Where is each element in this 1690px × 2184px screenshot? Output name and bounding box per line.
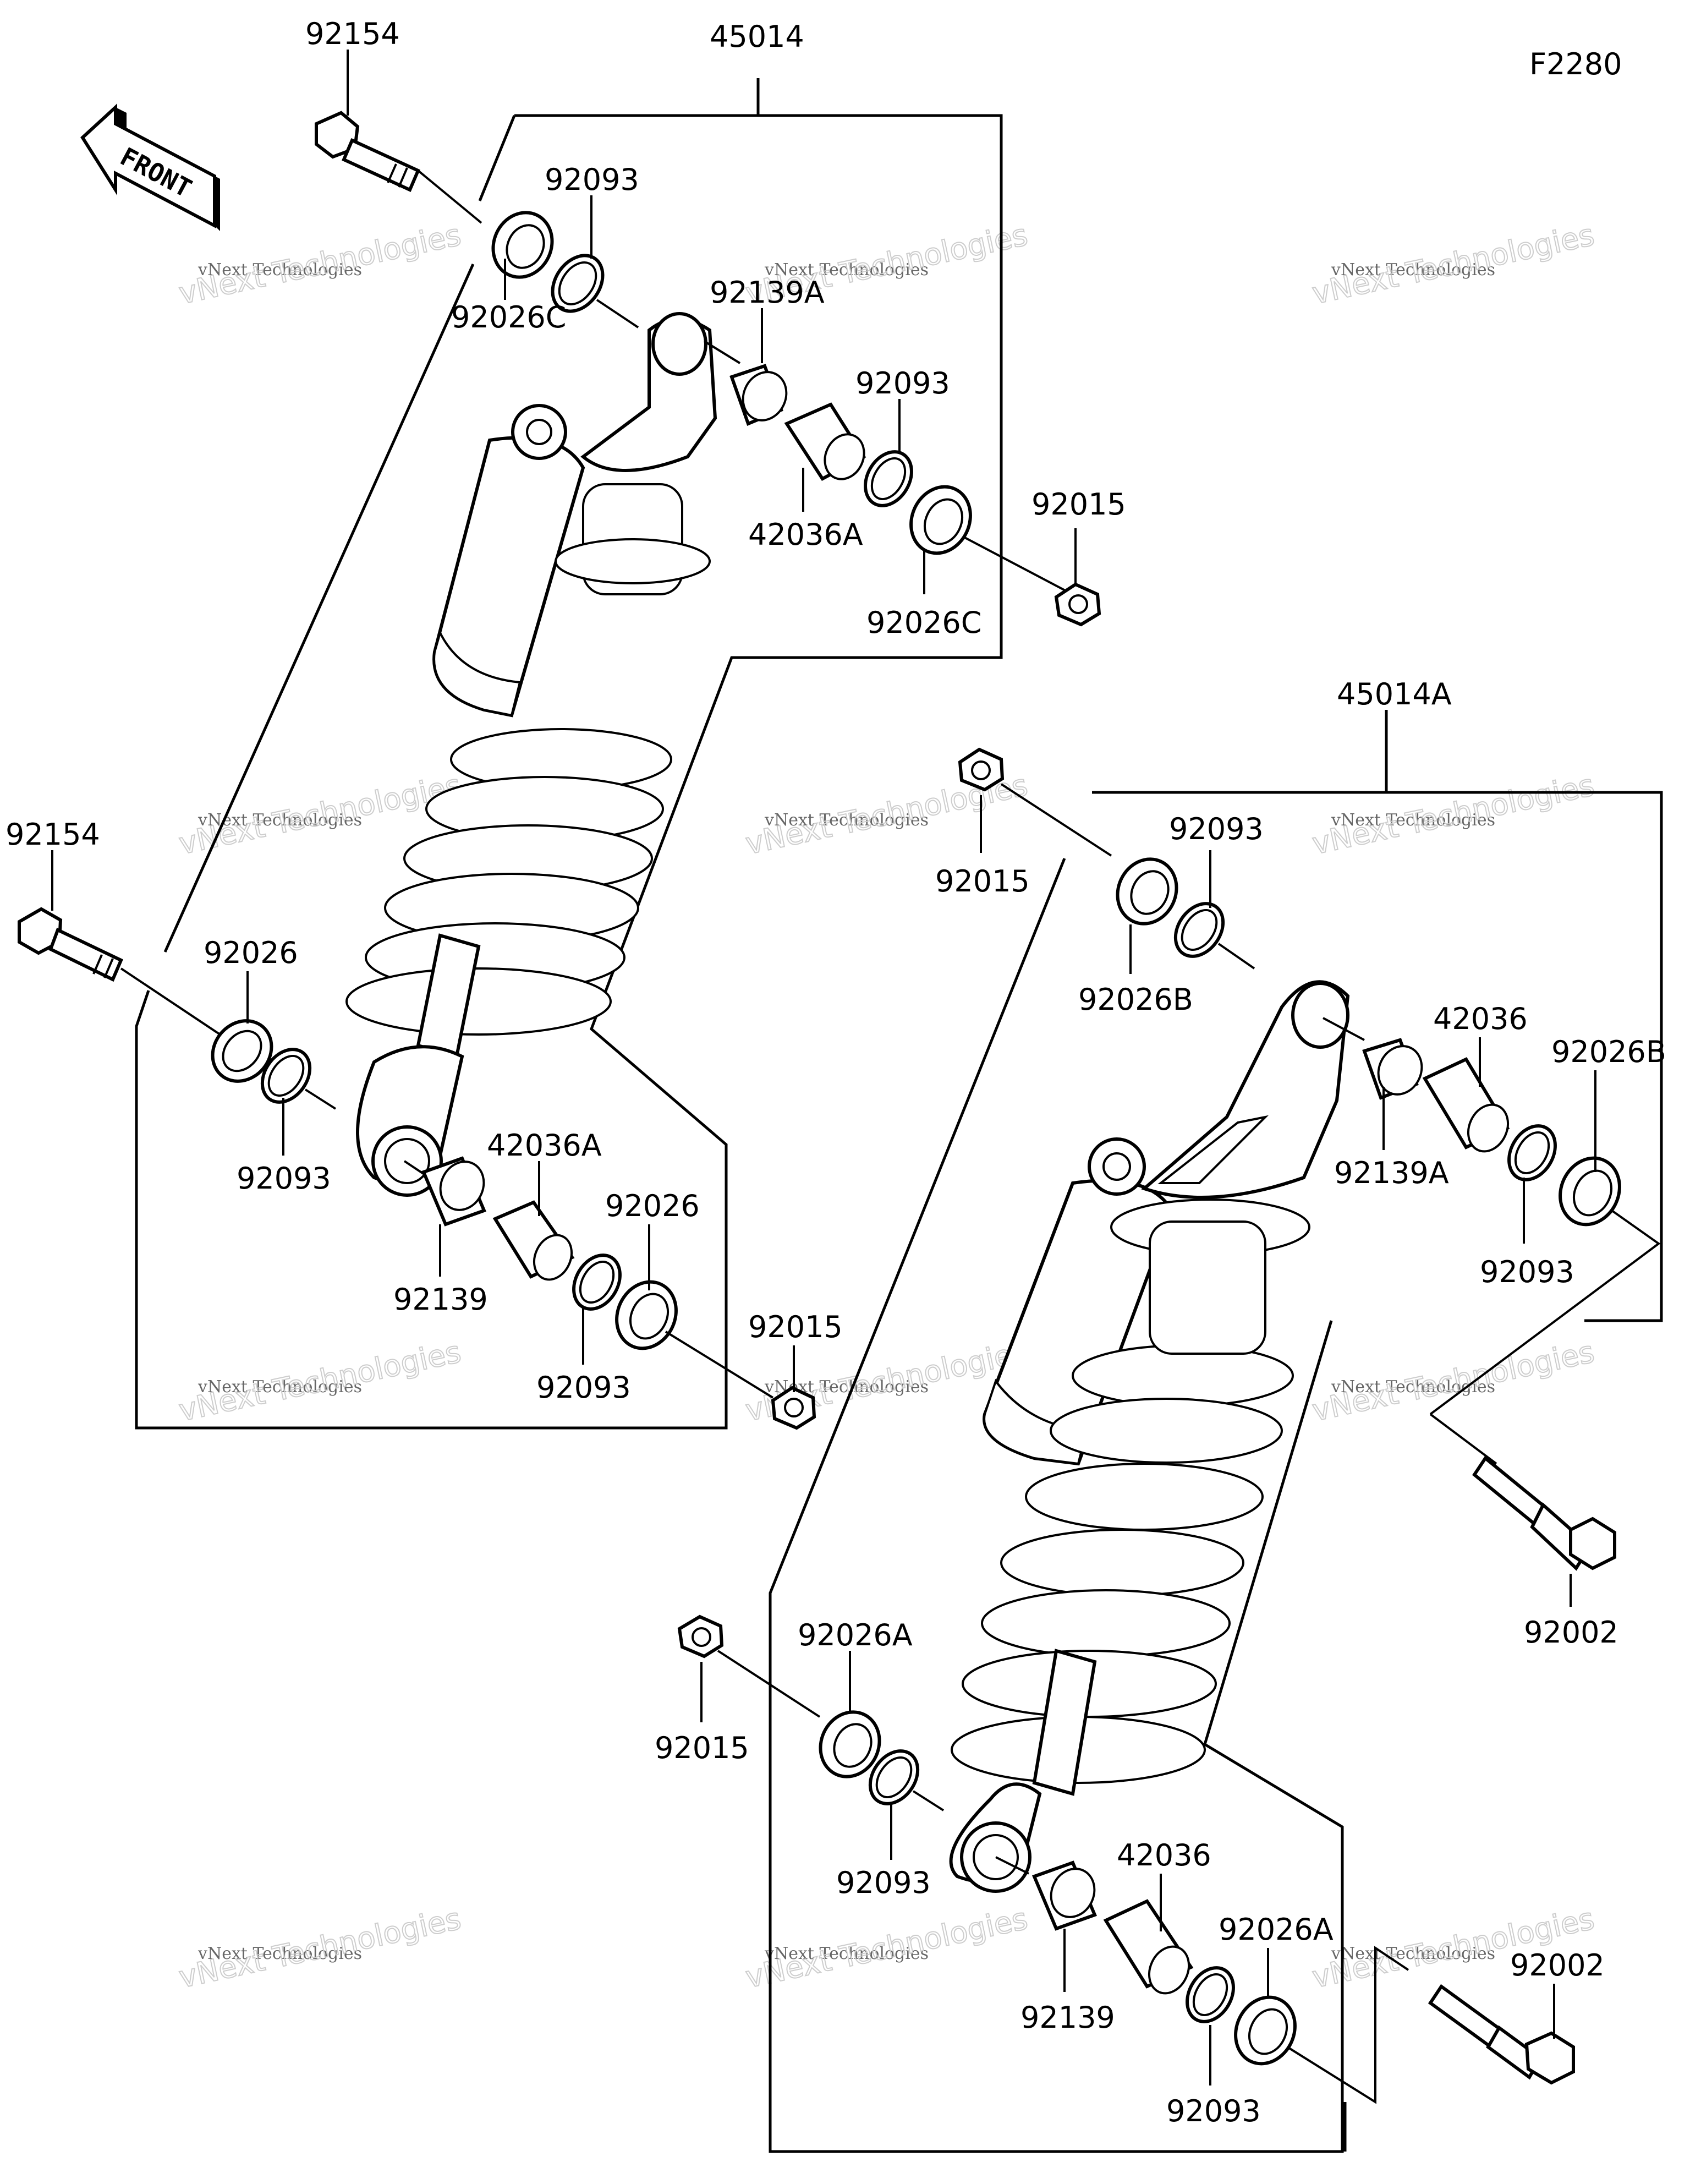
label-92139a: 92139A xyxy=(1334,1156,1449,1190)
right-seal-top2 xyxy=(1429,1156,1661,1415)
label-92026: 92026 xyxy=(605,1189,700,1223)
left-upper-bolt xyxy=(315,111,482,224)
label-92015: 92015 xyxy=(935,864,1030,899)
right-washer-bottom2 xyxy=(1186,1966,1235,2023)
label-92026: 92026 xyxy=(204,935,298,970)
watermark-text: vNext Technologies xyxy=(197,260,362,280)
label-42036a: 42036A xyxy=(748,517,863,552)
right-bushing-bottom xyxy=(995,1856,1097,1931)
left-leader-lines xyxy=(51,50,1077,1392)
watermark-text: vNext Technologies xyxy=(764,1944,929,1963)
left-seal-top2 xyxy=(909,485,1068,593)
label-92154: 92154 xyxy=(6,817,100,852)
label-42036: 42036 xyxy=(1433,1001,1528,1036)
label-92015: 92015 xyxy=(1031,487,1126,522)
label-92002: 92002 xyxy=(1510,1948,1605,1983)
left-collar-bottom xyxy=(492,1200,575,1281)
watermark-text: vNext Technologies xyxy=(1331,1944,1495,1963)
left-seal-bottom2 xyxy=(615,1280,774,1399)
label-92026c: 92026C xyxy=(451,300,567,335)
label-92015: 92015 xyxy=(748,1310,843,1344)
left-seal-top xyxy=(491,211,554,279)
right-nut-bottom xyxy=(677,1614,821,1718)
right-washer-top xyxy=(1173,902,1255,970)
left-washer-bottom xyxy=(260,1048,337,1110)
right-leader-lines xyxy=(700,795,1596,2086)
left-washer-top2 xyxy=(864,450,913,507)
watermark-text: vNext Technologies xyxy=(197,1377,362,1397)
left-lower-bolt xyxy=(18,907,221,1036)
left-assembly-frame xyxy=(135,78,1003,1430)
left-collar-top xyxy=(784,402,866,481)
label-92139: 92139 xyxy=(1020,2000,1115,2035)
right-bolt-bottom xyxy=(1428,1984,1575,2085)
right-bolt-top xyxy=(1429,1413,1616,1571)
right-nut-top xyxy=(958,747,1112,857)
right-collar-bottom xyxy=(1103,1899,1194,1995)
right-washer-bottom xyxy=(868,1749,945,1811)
right-seal-bottom2 xyxy=(1234,1946,1409,2104)
label-92002: 92002 xyxy=(1524,1615,1618,1650)
right-washer-top2 xyxy=(1507,1124,1557,1181)
right-assembly-frame xyxy=(769,710,1663,2153)
right-seal-bottom xyxy=(819,1710,881,1778)
label-92139a: 92139A xyxy=(710,275,825,310)
left-washer-bottom2 xyxy=(572,1254,622,1311)
right-collar-top xyxy=(1422,1057,1510,1153)
left-nut-top xyxy=(1054,582,1101,627)
figure-code: F2280 xyxy=(1529,47,1622,81)
label-92015: 92015 xyxy=(655,1731,749,1765)
left-washer-top xyxy=(551,254,639,329)
watermark-text: vNext Technologies xyxy=(764,260,929,280)
right-bushing-top xyxy=(1323,1017,1423,1100)
label-92154: 92154 xyxy=(305,17,400,51)
watermark-text: vNext Technologies xyxy=(1331,260,1495,280)
label-92093: 92093 xyxy=(536,1370,631,1405)
label-42036a: 42036A xyxy=(487,1128,602,1163)
left-seal-bottom xyxy=(211,1019,273,1083)
label-92093: 92093 xyxy=(1480,1255,1574,1289)
label-92026c: 92026C xyxy=(866,605,982,640)
label-92026b: 92026B xyxy=(1078,982,1193,1017)
label-92093: 92093 xyxy=(1166,2094,1261,2128)
label-92093: 92093 xyxy=(1169,812,1264,846)
label-92026b: 92026B xyxy=(1551,1034,1666,1069)
label-92139: 92139 xyxy=(393,1282,488,1317)
label-92026a: 92026A xyxy=(798,1618,913,1652)
left-nut-bottom xyxy=(771,1386,816,1430)
label-92026a: 92026A xyxy=(1219,1912,1334,1947)
right-shock-absorber xyxy=(949,980,1350,1893)
label-92093: 92093 xyxy=(545,162,639,197)
watermark-text: vNext Technologies xyxy=(197,1944,362,1963)
label-45014a: 45014A xyxy=(1337,677,1452,711)
label-92093: 92093 xyxy=(237,1161,331,1196)
label-42036: 42036 xyxy=(1117,1838,1211,1873)
label-45014: 45014 xyxy=(710,19,804,54)
right-seal-top xyxy=(1116,857,1178,926)
front-arrow-icon: FRONT xyxy=(80,103,220,231)
watermark-text: vNext Technologies xyxy=(764,811,929,830)
watermark-text: vNext Technologies xyxy=(1331,811,1495,830)
label-92093: 92093 xyxy=(836,1865,931,1900)
left-bushing-bottom xyxy=(403,1156,486,1227)
left-shock-absorber xyxy=(345,312,717,1197)
left-bushing-top xyxy=(703,340,788,426)
label-92093: 92093 xyxy=(855,366,950,401)
